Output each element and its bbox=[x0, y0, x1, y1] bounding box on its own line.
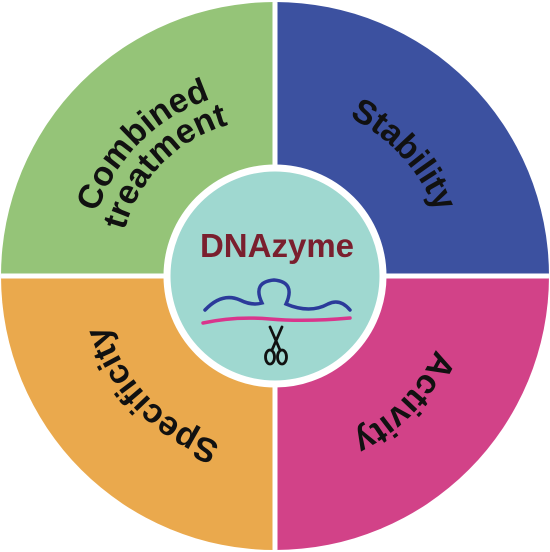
scissors-icon bbox=[264, 325, 288, 366]
substrate-strand bbox=[201, 316, 352, 325]
dna-scissors-icon bbox=[201, 278, 352, 366]
center-title: DNAzyme bbox=[200, 227, 354, 264]
center-hub bbox=[163, 164, 387, 388]
dnazyme-strand bbox=[203, 278, 352, 312]
